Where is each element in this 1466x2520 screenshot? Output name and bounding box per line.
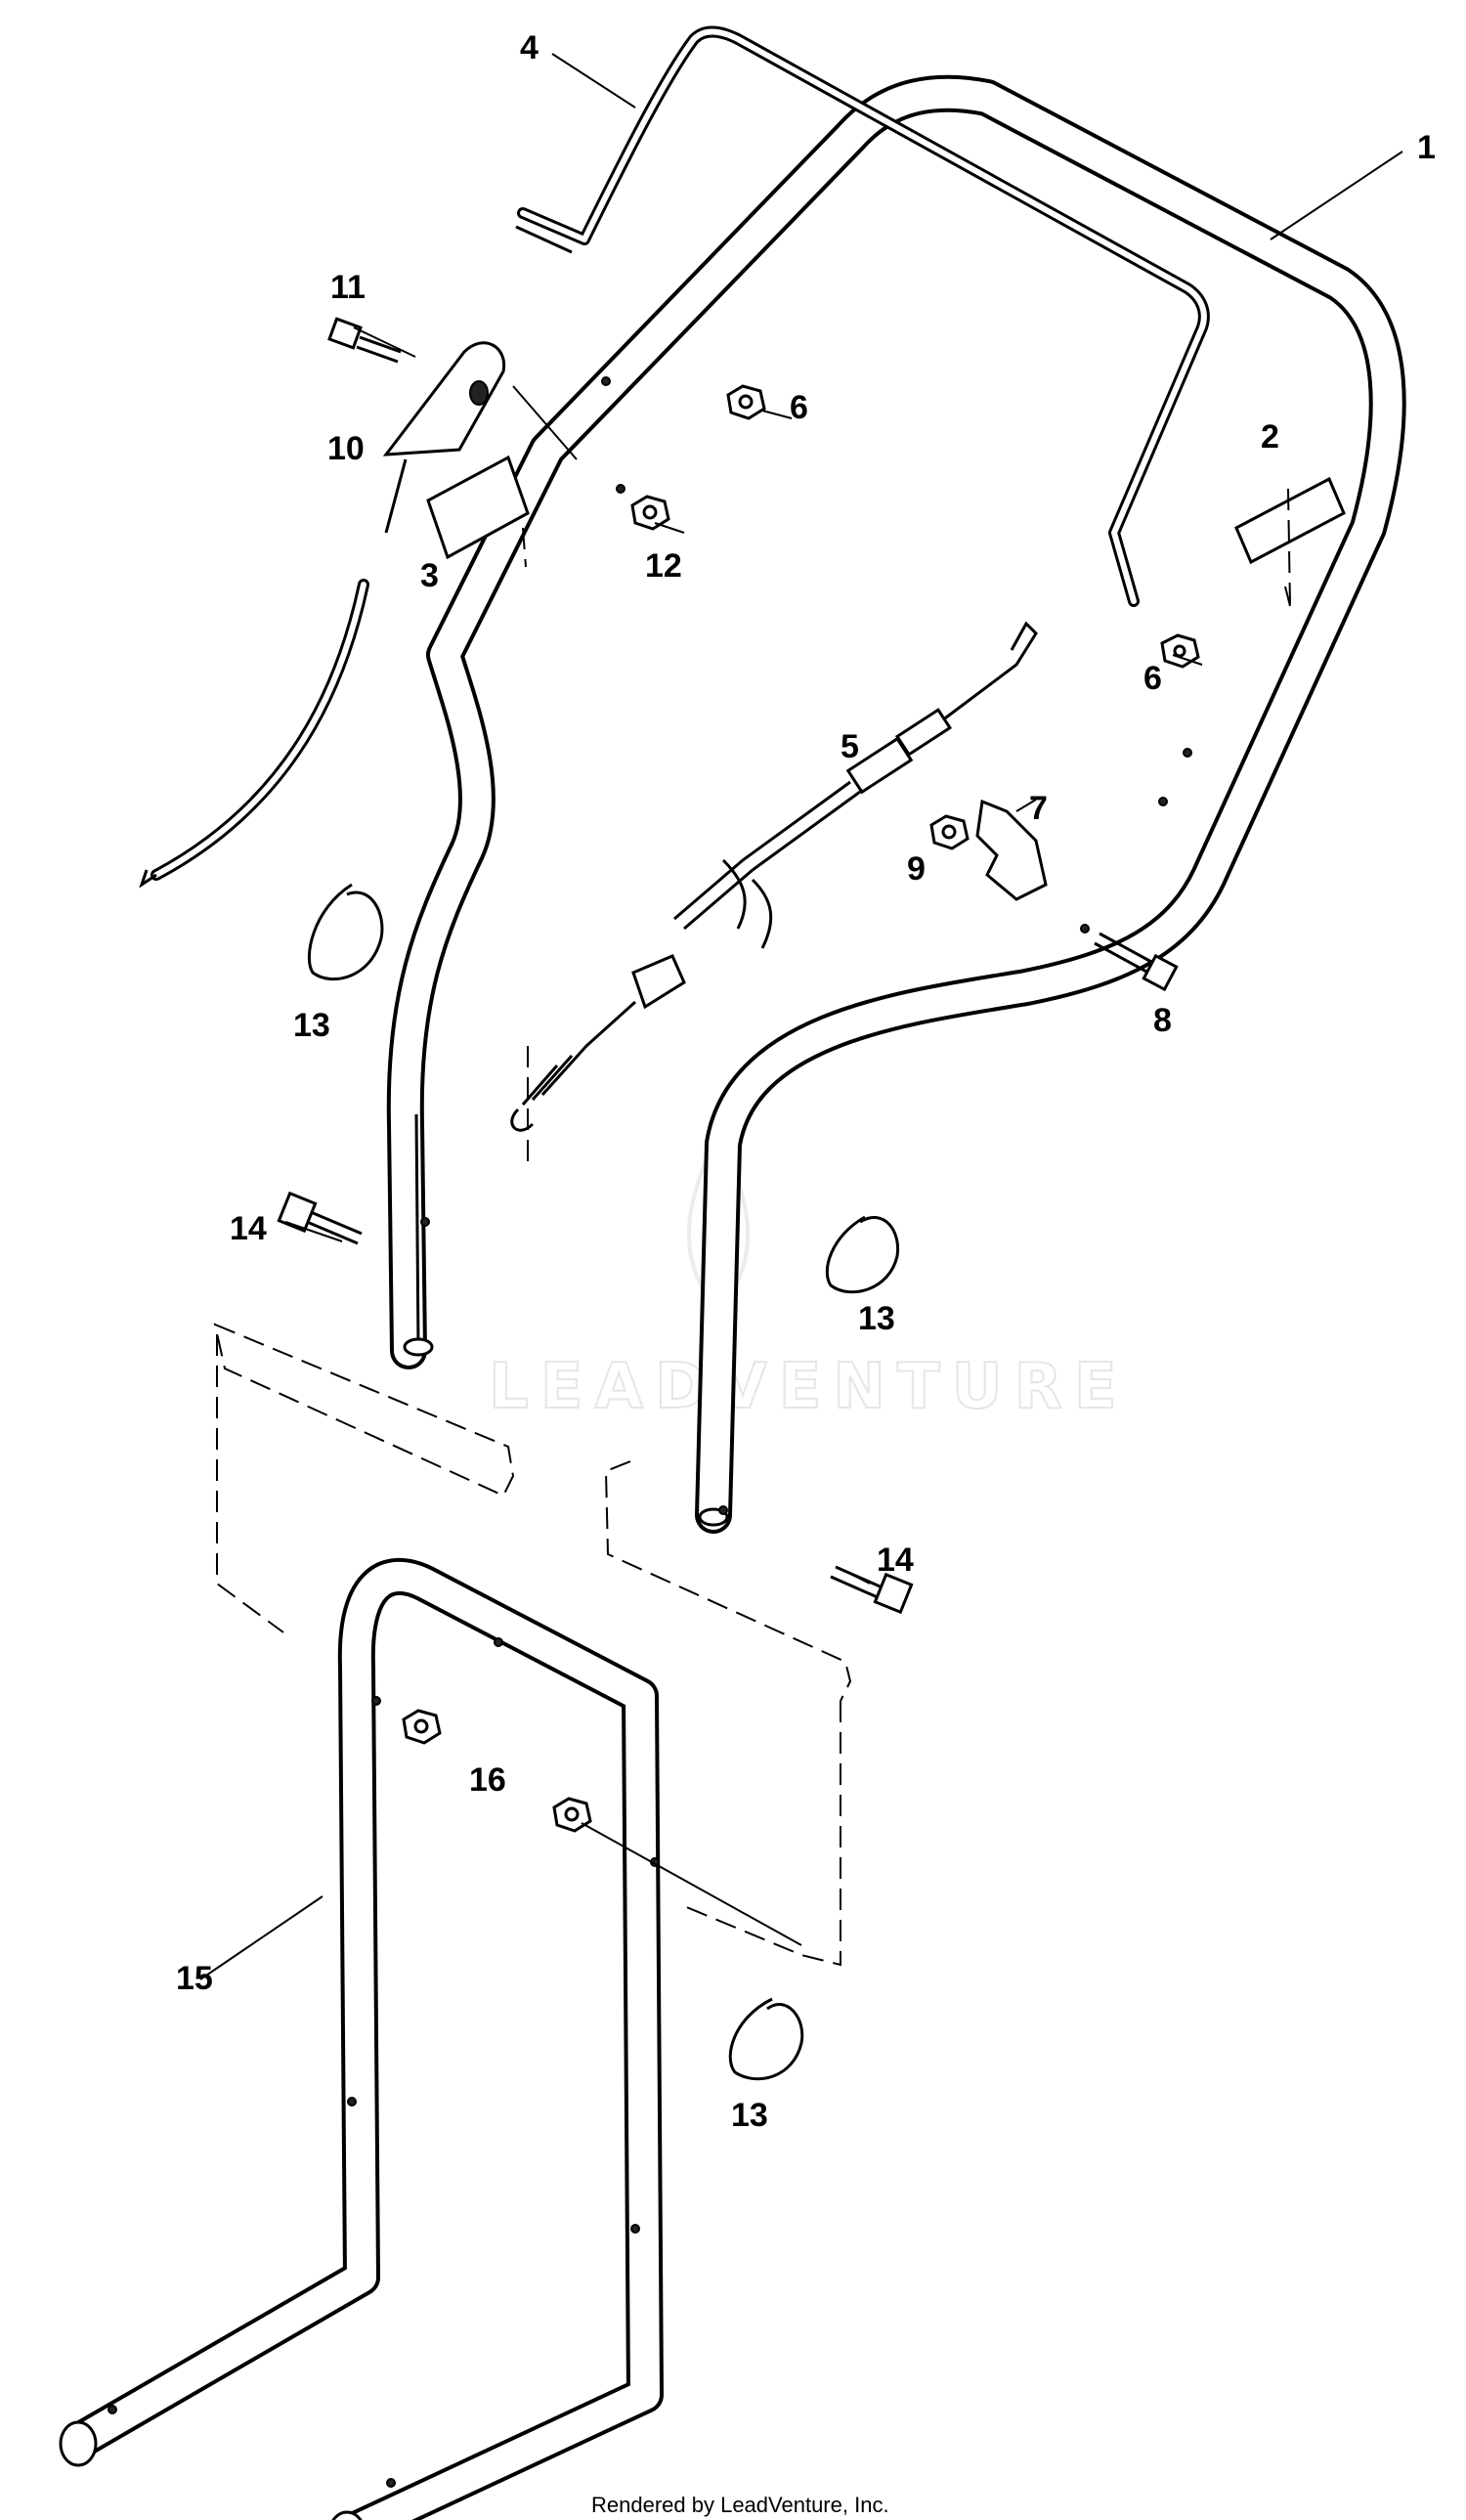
callout-14-right: 14 [877, 1542, 914, 1579]
callout-14-left: 14 [230, 1210, 267, 1247]
control-cable [510, 621, 1038, 1132]
callout-2: 2 [1261, 418, 1279, 456]
watermark-text: LEADVENTURE [489, 1351, 1129, 1423]
bolt-14-right [830, 1565, 914, 1615]
nut-6-upper [726, 384, 766, 420]
bolt-14-left [277, 1191, 363, 1245]
callout-15: 15 [176, 1960, 213, 1997]
callout-5: 5 [841, 728, 859, 765]
callout-11: 11 [330, 269, 366, 306]
callout-4: 4 [520, 29, 539, 66]
hairpin-clip-2 [825, 1215, 900, 1294]
nut-6-lower [1160, 633, 1200, 669]
bolt-8 [1094, 932, 1179, 992]
screw-11 [327, 317, 402, 364]
hairpin-clip-3 [728, 1997, 804, 2081]
hairpin-clip-1 [307, 883, 384, 981]
callout-13-upper: 13 [293, 1007, 330, 1044]
callout-6-lower: 6 [1143, 660, 1162, 697]
callout-12: 12 [645, 547, 682, 585]
decal-2 [1234, 476, 1346, 565]
leader-lines [199, 53, 1403, 1980]
nut-16-right [552, 1797, 592, 1833]
cable-bracket [975, 799, 1048, 901]
assembly-outlines [213, 1046, 852, 1967]
callout-labels: 1 2 3 4 5 6 6 7 8 9 10 11 12 13 13 13 14… [176, 29, 1436, 2134]
control-bail [515, 25, 1210, 607]
lower-handle [59, 1557, 664, 2520]
callout-10: 10 [327, 430, 365, 467]
callout-7: 7 [1029, 790, 1048, 827]
cable-clip [139, 341, 506, 889]
watermark: LEADVENTURE [488, 1129, 1129, 1424]
callout-3: 3 [420, 557, 439, 594]
callout-16: 16 [469, 1761, 506, 1799]
callout-1: 1 [1417, 129, 1436, 166]
footer-credit: Rendered by LeadVenture, Inc. [591, 2493, 889, 2517]
nut-16-left [402, 1709, 442, 1745]
upper-handle [386, 74, 1406, 1534]
callout-13-middle: 13 [858, 1300, 895, 1337]
nut-9 [929, 814, 970, 850]
nut-12 [630, 495, 670, 531]
decal-3 [426, 455, 530, 560]
callout-8: 8 [1153, 1002, 1172, 1039]
callout-6-upper: 6 [790, 389, 808, 426]
callout-9: 9 [907, 850, 926, 888]
callout-13-lower: 13 [731, 2097, 768, 2134]
